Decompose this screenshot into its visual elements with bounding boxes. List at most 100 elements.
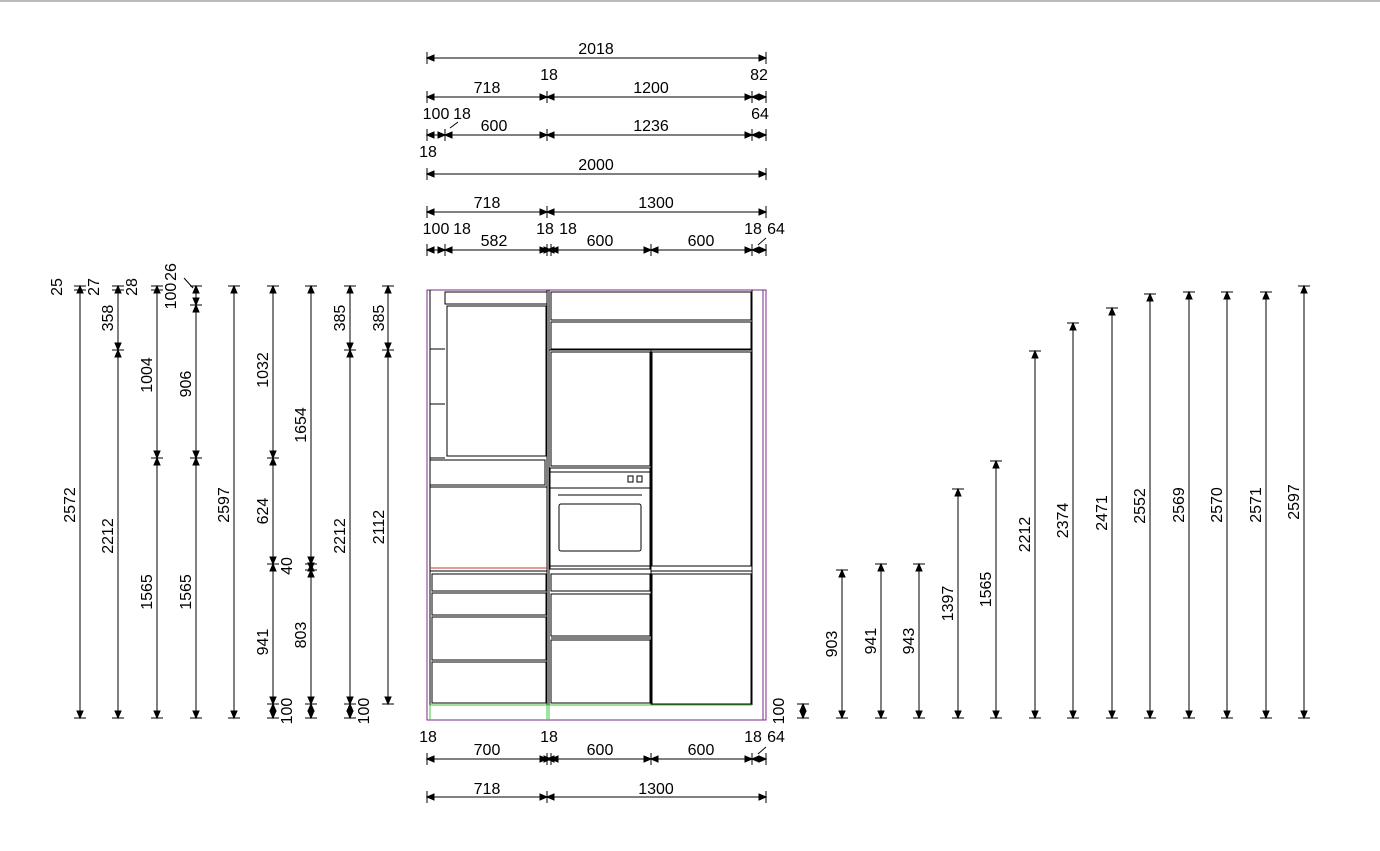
arrowhead	[1300, 710, 1308, 720]
arrowhead	[269, 562, 277, 572]
center-upper-door	[550, 351, 651, 467]
arrowhead	[76, 710, 84, 720]
arrowhead	[545, 131, 555, 139]
arrowhead	[643, 755, 653, 763]
arrowhead	[269, 450, 277, 460]
arrowhead	[799, 702, 807, 712]
arrowhead	[114, 342, 122, 352]
height-label: 2571	[1248, 487, 1265, 523]
arrowhead	[346, 710, 354, 720]
arrowhead	[1069, 710, 1077, 720]
dimension-label: 385	[332, 305, 349, 332]
arrowhead	[1108, 306, 1116, 316]
dimension-label: 26	[163, 263, 180, 281]
left-drawer-2	[431, 592, 547, 616]
arrowhead	[915, 562, 923, 572]
arrowhead	[425, 131, 435, 139]
arrowhead	[649, 755, 659, 763]
arrowhead	[758, 208, 768, 216]
height-label: 2570	[1209, 487, 1226, 523]
oven-knob	[636, 475, 643, 483]
arrowhead	[153, 450, 161, 460]
dimension-label: 2000	[578, 157, 614, 174]
dimension-label: 100	[423, 221, 450, 238]
dimension-label: 600	[688, 742, 715, 759]
arrowhead	[153, 710, 161, 720]
dimension-label: 1300	[638, 781, 674, 798]
arrowhead	[915, 710, 923, 720]
arrowhead	[877, 562, 885, 572]
cabinet-elevation	[426, 289, 767, 721]
arrowhead	[307, 562, 315, 572]
dimension-label: 385	[371, 305, 388, 332]
dimension-label: 100	[356, 698, 373, 725]
arrowhead	[539, 208, 549, 216]
arrowhead	[384, 348, 392, 358]
dimension-label: 100	[163, 283, 180, 310]
arrowhead	[545, 93, 555, 101]
dimension-label: 803	[293, 622, 310, 649]
arrowhead	[346, 348, 354, 358]
arrowhead	[543, 246, 553, 254]
leader-line	[183, 277, 194, 289]
dimension-label: 1236	[633, 118, 669, 135]
height-label: 2212	[1017, 517, 1034, 553]
arrowhead	[425, 755, 435, 763]
dimension-label: 64	[767, 221, 785, 238]
arrowhead	[269, 556, 277, 566]
arrowhead	[425, 170, 435, 178]
arrowhead	[838, 568, 846, 578]
arrowhead	[877, 710, 885, 720]
arrowhead	[230, 710, 238, 720]
arrowhead	[758, 93, 768, 101]
dimension-label: 2212	[100, 518, 117, 554]
height-label: 2597	[1286, 484, 1303, 520]
arrowhead	[425, 54, 435, 62]
arrowhead	[1262, 290, 1270, 300]
arrowhead	[1223, 710, 1231, 720]
arrowhead	[992, 710, 1000, 720]
dimension-label: 600	[587, 233, 614, 250]
arrowhead	[192, 710, 200, 720]
dimension-label: 18	[419, 144, 437, 161]
arrowhead	[1146, 710, 1154, 720]
center-drawer-2	[550, 593, 651, 637]
arrowhead	[758, 170, 768, 178]
arrowhead	[384, 696, 392, 706]
dimension-label: 18	[559, 221, 577, 238]
dimension-label: 27	[86, 278, 103, 296]
arrowhead	[545, 208, 555, 216]
arrowhead	[744, 93, 754, 101]
dimension-label: 28	[124, 278, 141, 296]
dimension-label: 906	[178, 371, 195, 398]
dimension-label: 600	[587, 742, 614, 759]
height-label: 1397	[940, 586, 957, 622]
outer-frame	[426, 289, 767, 721]
dimension-label: 18	[540, 67, 558, 84]
arrowhead	[307, 696, 315, 706]
arrowhead	[643, 246, 653, 254]
right-second-box	[550, 321, 752, 350]
dimension-lines	[74, 52, 1310, 803]
arrowhead	[539, 793, 549, 801]
dimension-label: 700	[474, 742, 501, 759]
arrowhead	[758, 131, 768, 139]
arrowhead	[192, 450, 200, 460]
dimension-label: 18	[453, 106, 471, 123]
height-label: 2552	[1132, 488, 1149, 524]
dimension-label: 718	[474, 195, 501, 212]
dimension-label: 64	[751, 106, 769, 123]
dimension-label: 600	[688, 233, 715, 250]
left-drawer-3	[431, 616, 547, 661]
leader-line	[449, 121, 459, 129]
center-drawer-1	[550, 573, 651, 592]
arrowhead	[549, 246, 559, 254]
arrowhead	[443, 131, 453, 139]
arrowhead	[1031, 710, 1039, 720]
arrowhead	[1185, 710, 1193, 720]
arrowhead	[114, 710, 122, 720]
arrowhead	[750, 755, 760, 763]
arrowhead	[1223, 290, 1231, 300]
arrowhead	[192, 303, 200, 313]
